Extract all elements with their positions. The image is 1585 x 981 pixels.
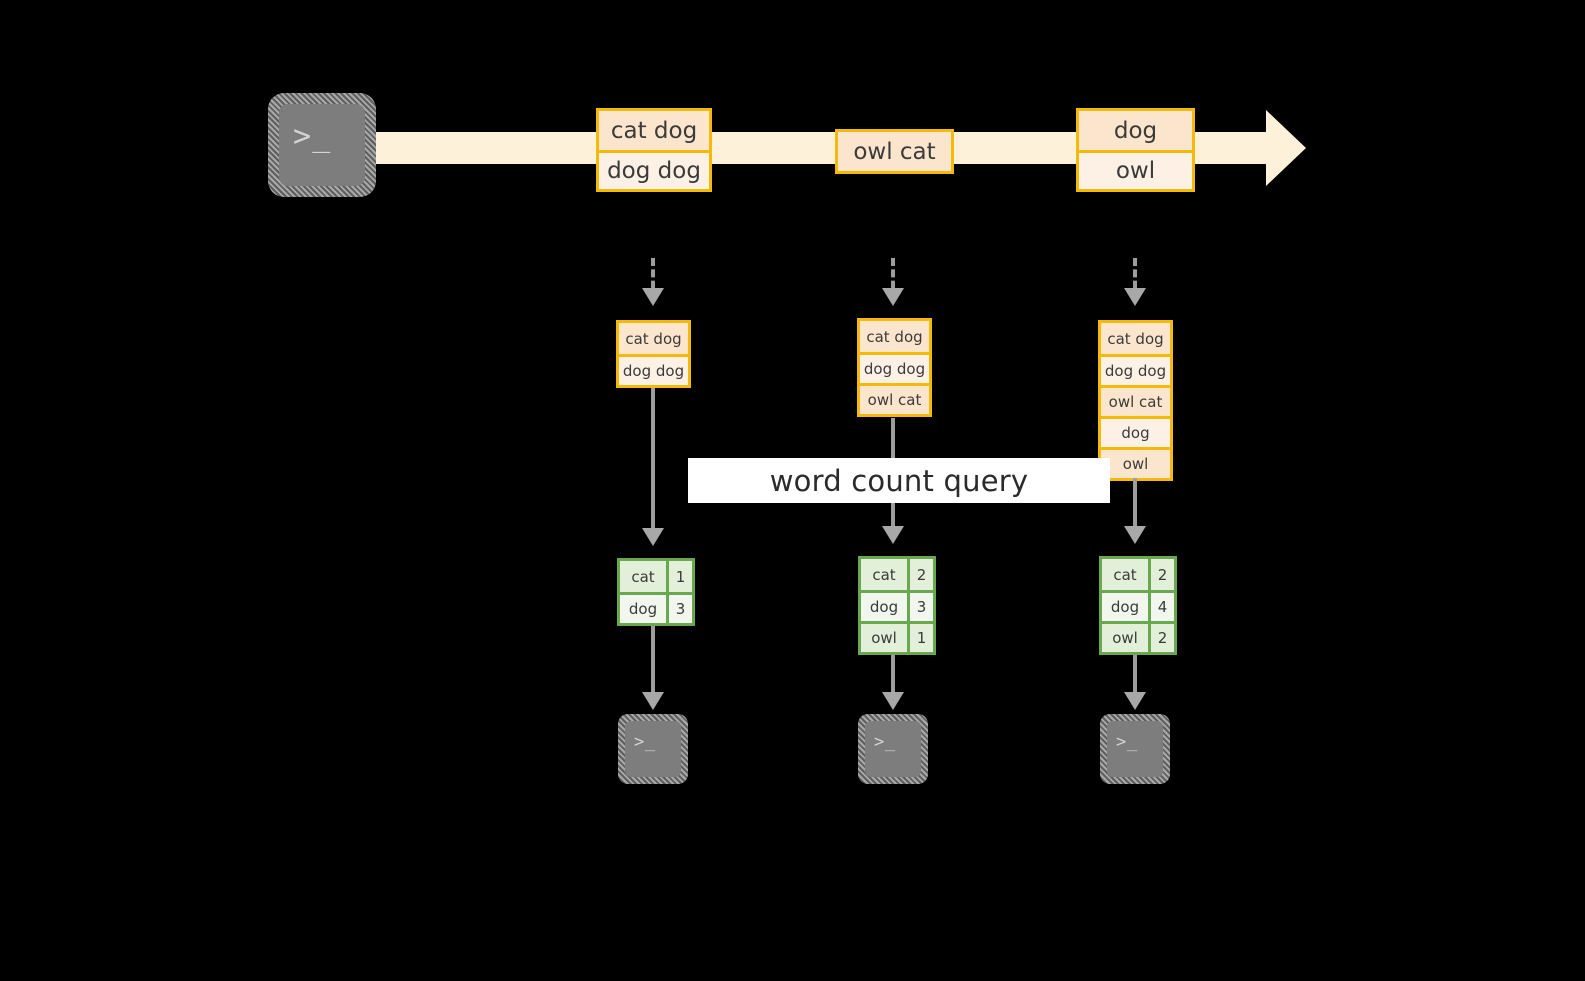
snapshot-1-feed-arrowhead — [642, 288, 664, 306]
record-line: dog dog — [599, 150, 709, 189]
table-row: cat 1 — [620, 561, 692, 592]
input-line: owl cat — [860, 383, 929, 414]
input-line: dog — [1101, 416, 1170, 447]
table-cell-word: cat — [620, 561, 666, 592]
stream-record-2[interactable]: owl cat — [835, 129, 954, 174]
table-cell-word: dog — [620, 595, 666, 623]
consumer-terminal-3[interactable]: >_ — [1100, 714, 1170, 784]
snapshot-3-feed-arrowhead — [1124, 288, 1146, 306]
table-cell-count: 1 — [907, 624, 933, 652]
input-line: dog dog — [619, 354, 688, 385]
producer-terminal[interactable]: >_ — [268, 93, 376, 197]
snapshot-3-query-line — [1133, 478, 1137, 536]
input-line: dog dog — [860, 352, 929, 383]
input-line: cat dog — [619, 323, 688, 354]
table-cell-count: 3 — [666, 595, 692, 623]
terminal-screen: >_ — [1107, 721, 1163, 777]
snapshot-2-output-arrowhead — [882, 692, 904, 710]
table-cell-count: 2 — [1148, 624, 1174, 652]
table-cell-count: 2 — [1148, 559, 1174, 590]
input-line: owl — [1101, 447, 1170, 478]
table-cell-word: owl — [861, 624, 907, 652]
table-row: owl 2 — [1102, 621, 1174, 652]
consumer-terminal-2[interactable]: >_ — [858, 714, 928, 784]
table-cell-word: dog — [1102, 593, 1148, 621]
snapshot-2-result-table[interactable]: cat 2 dog 3 owl 1 — [858, 556, 936, 655]
snapshot-1-output-line — [651, 626, 655, 696]
table-row: dog 3 — [861, 590, 933, 621]
snapshot-3-output-line — [1133, 655, 1137, 696]
table-cell-count: 1 — [666, 561, 692, 592]
record-line: cat dog — [599, 111, 709, 150]
snapshot-2-feed-line — [891, 258, 895, 300]
terminal-screen: >_ — [625, 721, 681, 777]
snapshot-2-query-arrowhead — [882, 526, 904, 544]
snapshot-2-input-stack[interactable]: cat dog dog dog owl cat — [857, 318, 932, 417]
terminal-screen: >_ — [279, 104, 365, 186]
snapshot-3-query-arrowhead — [1124, 526, 1146, 544]
table-row: dog 3 — [620, 592, 692, 623]
snapshot-3-result-table[interactable]: cat 2 dog 4 owl 2 — [1099, 556, 1177, 655]
input-line: cat dog — [1101, 323, 1170, 354]
snapshot-1-query-line — [651, 388, 655, 538]
table-row: owl 1 — [861, 621, 933, 652]
consumer-terminal-1[interactable]: >_ — [618, 714, 688, 784]
table-cell-count: 4 — [1148, 593, 1174, 621]
table-row: cat 2 — [861, 559, 933, 590]
terminal-prompt-glyph: >_ — [293, 119, 332, 154]
record-line: owl cat — [838, 132, 951, 171]
table-cell-count: 2 — [907, 559, 933, 590]
snapshot-2-output-line — [891, 655, 895, 696]
record-line: owl — [1079, 150, 1192, 189]
snapshot-1-input-stack[interactable]: cat dog dog dog — [616, 320, 691, 388]
snapshot-1-result-table[interactable]: cat 1 dog 3 — [617, 558, 695, 626]
input-line: owl cat — [1101, 385, 1170, 416]
input-line: dog dog — [1101, 354, 1170, 385]
snapshot-2-feed-arrowhead — [882, 288, 904, 306]
terminal-prompt-glyph: >_ — [874, 732, 896, 752]
table-cell-word: owl — [1102, 624, 1148, 652]
input-line: cat dog — [860, 321, 929, 352]
snapshot-3-feed-line — [1133, 258, 1137, 300]
table-cell-word: dog — [861, 593, 907, 621]
terminal-prompt-glyph: >_ — [1116, 732, 1138, 752]
snapshot-1-output-arrowhead — [642, 692, 664, 710]
record-line: dog — [1079, 111, 1192, 150]
snapshot-3-output-arrowhead — [1124, 692, 1146, 710]
table-cell-count: 3 — [907, 593, 933, 621]
snapshot-3-input-stack[interactable]: cat dog dog dog owl cat dog owl — [1098, 320, 1173, 481]
stream-record-1[interactable]: cat dog dog dog — [596, 108, 712, 192]
query-label-text: word count query — [769, 463, 1029, 498]
terminal-screen: >_ — [865, 721, 921, 777]
table-row: cat 2 — [1102, 559, 1174, 590]
terminal-prompt-glyph: >_ — [634, 732, 656, 752]
table-row: dog 4 — [1102, 590, 1174, 621]
snapshot-1-query-arrowhead — [642, 528, 664, 546]
table-cell-word: cat — [1102, 559, 1148, 590]
table-cell-word: cat — [861, 559, 907, 590]
stream-record-3[interactable]: dog owl — [1076, 108, 1195, 192]
stream-band-arrowhead — [1266, 110, 1306, 186]
snapshot-1-feed-line — [651, 258, 655, 300]
query-label: word count query — [688, 458, 1110, 503]
